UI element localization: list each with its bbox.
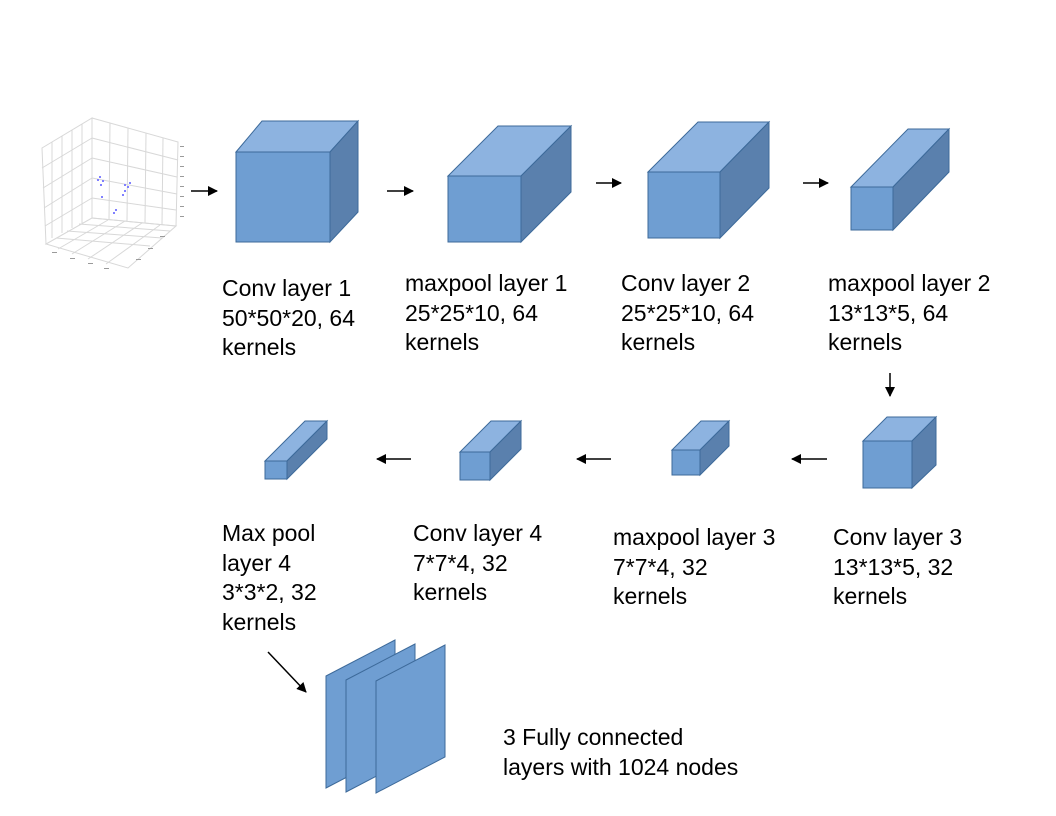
- input-3d-scatter-plot: [41, 117, 184, 269]
- caption-line: 7*7*4, 32: [613, 553, 708, 580]
- maxpool1-caption: maxpool layer 1 25*25*10, 64 kernels: [405, 269, 567, 358]
- caption-line: 50*50*20, 64: [222, 304, 356, 331]
- caption-line: kernels: [828, 329, 903, 355]
- caption-line: kernels: [621, 329, 696, 355]
- caption-line: 13*13*5, 32: [833, 553, 954, 580]
- caption-line: kernels: [413, 579, 488, 605]
- maxpool2-caption: maxpool layer 2 13*13*5, 64 kernels: [828, 269, 990, 358]
- maxpool1-block: [446, 124, 573, 244]
- conv3-block: [861, 415, 938, 490]
- caption-line: kernels: [833, 583, 908, 609]
- maxpool2-block: [849, 127, 951, 232]
- conv4-caption: Conv layer 4 7*7*4, 32 kernels: [413, 519, 542, 608]
- arrow-maxpool4-to-fc: [267, 651, 307, 693]
- arrows: [191, 178, 895, 693]
- conv3-caption: Conv layer 3 13*13*5, 32 kernels: [833, 523, 962, 612]
- caption-line: Conv layer 4: [413, 520, 543, 546]
- caption-line: kernels: [613, 583, 688, 609]
- caption-line: Conv layer 1: [222, 275, 352, 301]
- caption-line: 25*25*10, 64: [405, 299, 539, 326]
- conv2-caption: Conv layer 2 25*25*10, 64 kernels: [621, 269, 754, 358]
- caption-line: kernels: [405, 329, 480, 355]
- fc-sheet-3: [375, 644, 446, 794]
- caption-line: 25*25*10, 64: [621, 299, 755, 326]
- caption-line: layers with 1024 nodes: [503, 753, 739, 780]
- plot-data-points: [97, 176, 131, 214]
- conv1-block: [234, 119, 360, 244]
- caption-line: Conv layer 2: [621, 270, 751, 296]
- plot-grid: [41, 117, 179, 269]
- maxpool4-caption: Max pool layer 4 3*3*2, 32 kernels: [222, 519, 317, 637]
- plot-tick-marks: [52, 146, 184, 269]
- caption-line: Max pool: [222, 520, 316, 546]
- conv1-caption: Conv layer 1 50*50*20, 64 kernels: [222, 274, 355, 363]
- caption-line: maxpool layer 1: [405, 270, 568, 296]
- caption-line: kernels: [222, 334, 297, 360]
- caption-line: Conv layer 3: [833, 524, 963, 550]
- conv4-block: [458, 419, 523, 482]
- maxpool4-block: [263, 419, 329, 481]
- caption-line: 3 Fully connected: [503, 724, 684, 750]
- maxpool3-caption: maxpool layer 3 7*7*4, 32 kernels: [613, 523, 775, 612]
- caption-line: layer 4: [222, 549, 292, 576]
- fully-connected-caption: 3 Fully connected layers with 1024 nodes: [503, 723, 738, 782]
- caption-line: 13*13*5, 64: [828, 299, 949, 326]
- layer-blocks: [234, 119, 951, 490]
- fully-connected-sheets: [325, 639, 446, 794]
- caption-line: kernels: [222, 608, 297, 635]
- caption-line: maxpool layer 3: [613, 524, 776, 550]
- caption-line: maxpool layer 2: [828, 270, 991, 296]
- conv2-block: [646, 120, 771, 240]
- caption-line: 7*7*4, 32: [413, 549, 508, 576]
- caption-line: 3*3*2, 32: [222, 579, 317, 605]
- maxpool3-block: [670, 419, 731, 477]
